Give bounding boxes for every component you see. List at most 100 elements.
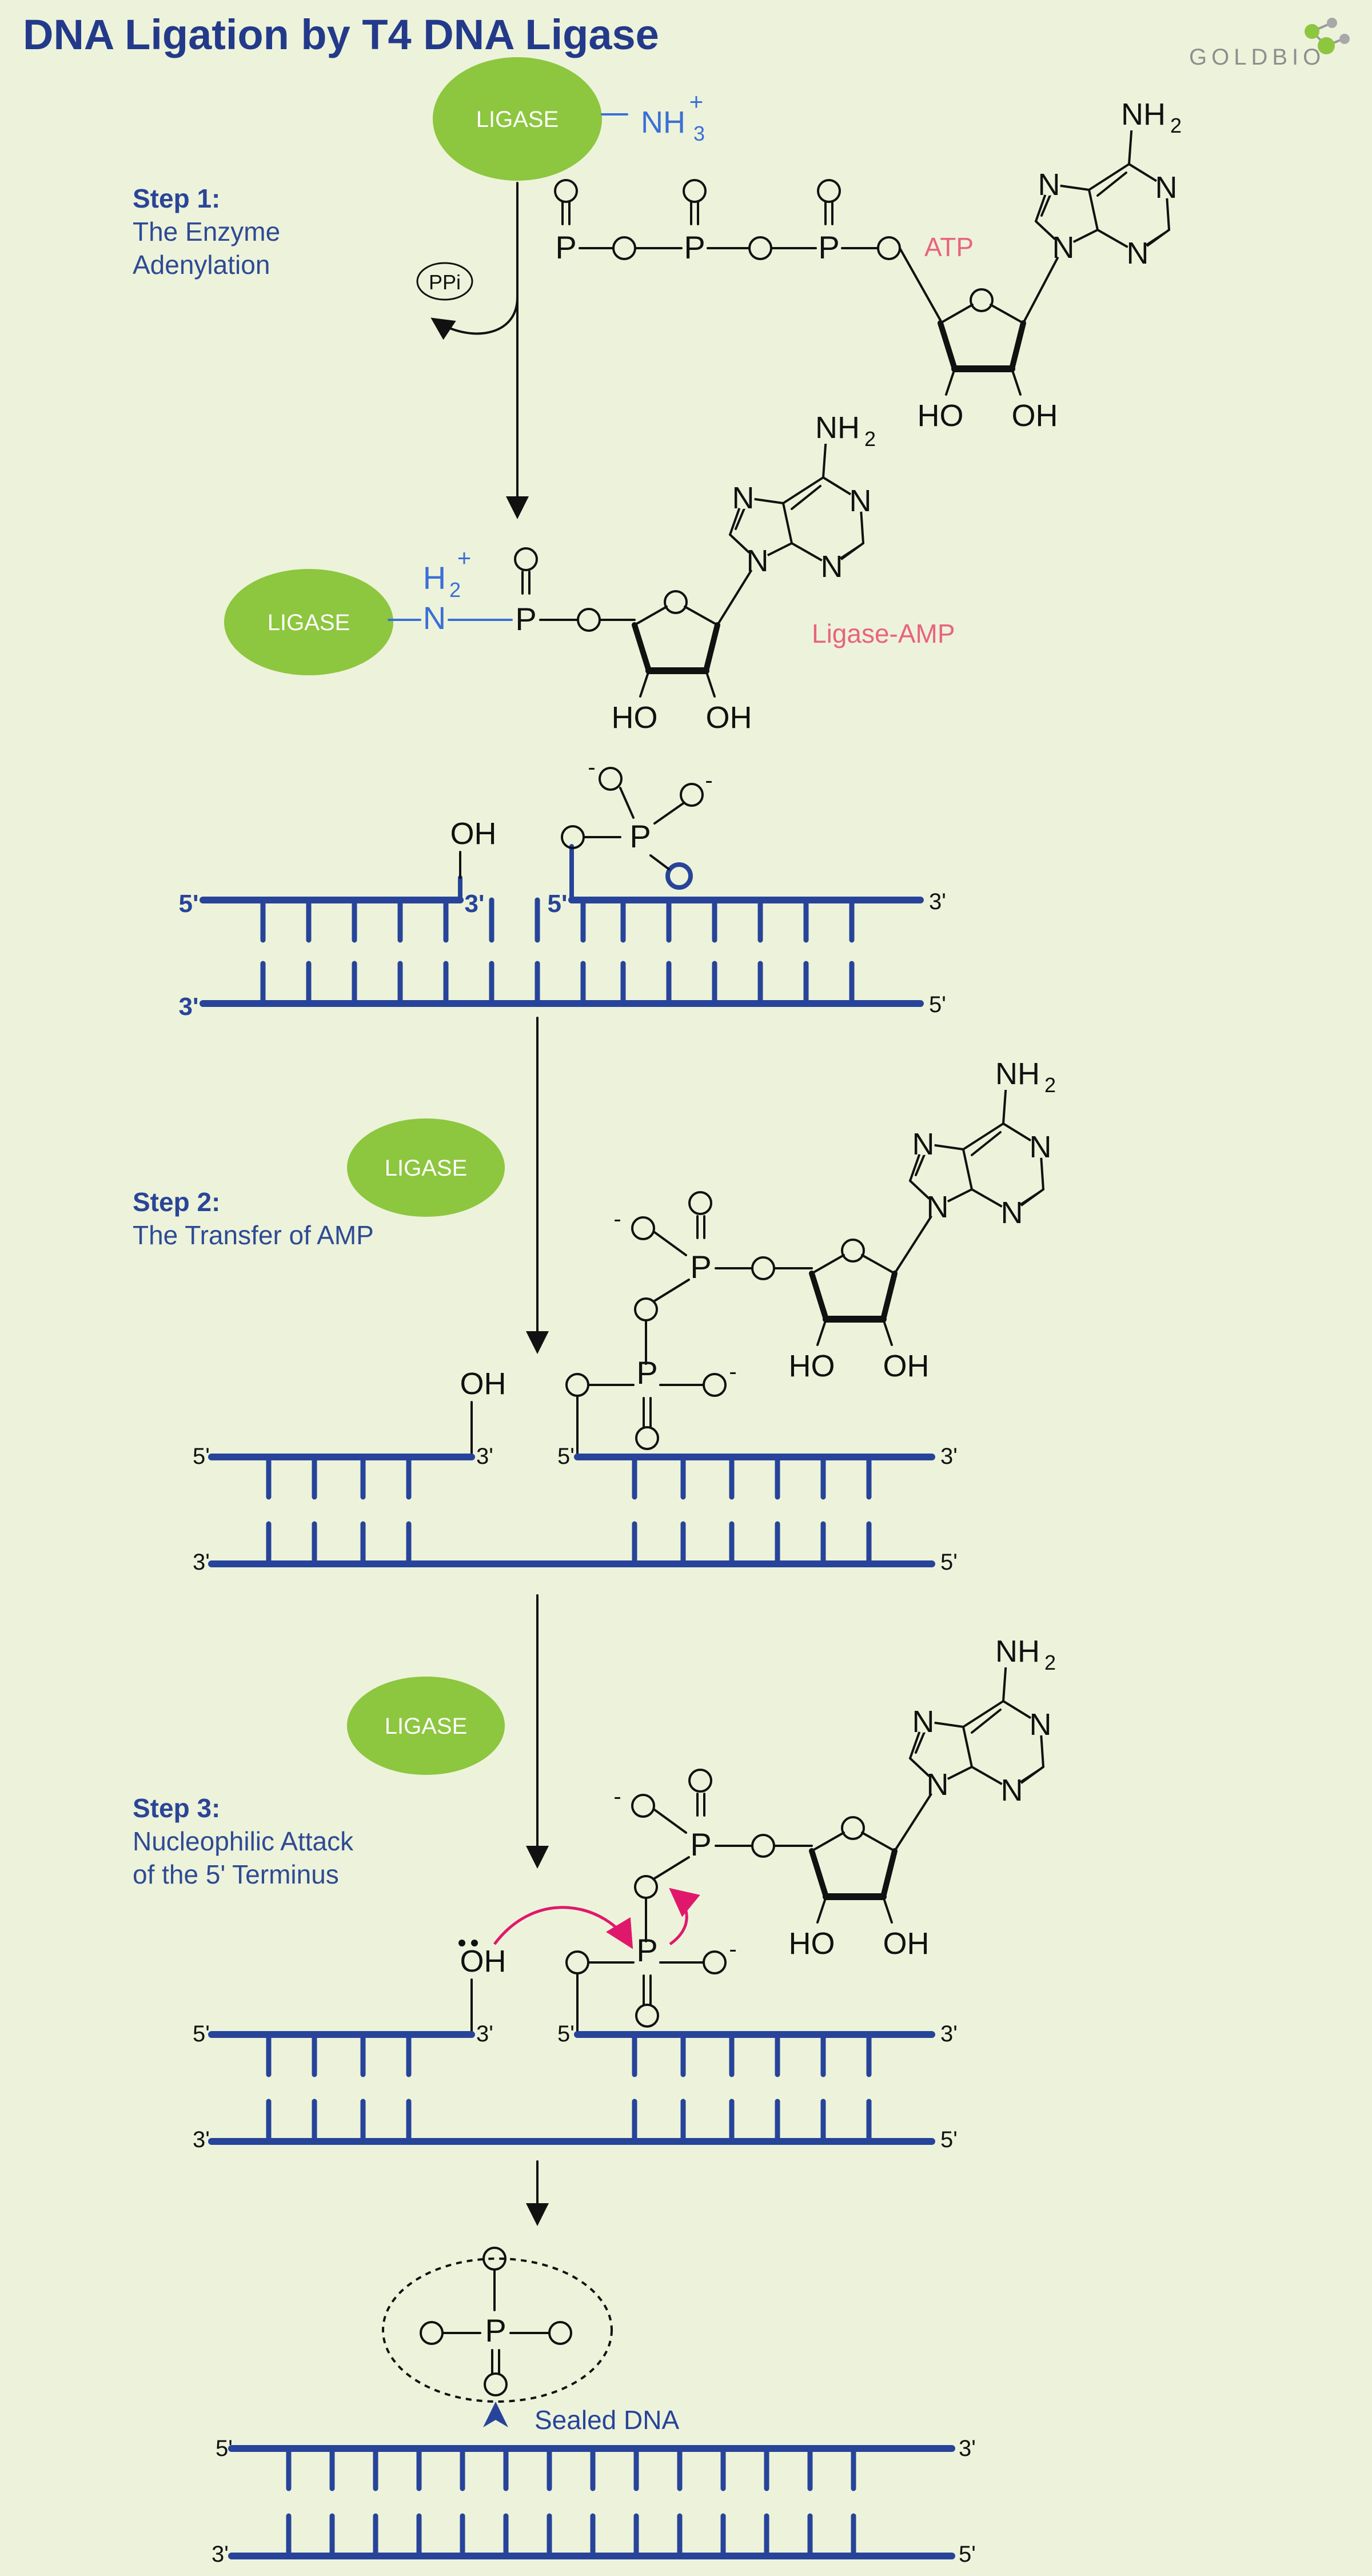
- phosphate-oxygen: [565, 1950, 589, 1974]
- p-o-bond: [653, 1279, 690, 1302]
- step-2-heading: Step 2:: [133, 1187, 221, 1217]
- end-label: 5': [929, 992, 946, 1017]
- adenine-bond: [1002, 1082, 1007, 1125]
- nucleophilic-attack-arrow: [493, 1906, 633, 1949]
- ribose-bond: [705, 670, 716, 698]
- charge: -: [613, 1784, 621, 1809]
- atom-bg: [820, 555, 843, 578]
- phosphorus-atom: P: [690, 1826, 711, 1862]
- step-3-line-2: of the 5' Terminus: [133, 1860, 339, 1889]
- bridging-oxygen: [751, 1834, 775, 1858]
- ligase-ellipse: [347, 1118, 505, 1217]
- bridging-oxygen: [877, 236, 901, 260]
- adenine-double-bond: [971, 1131, 1002, 1156]
- end-label: 5': [557, 2021, 575, 2047]
- phosphorus-atom: P: [684, 229, 705, 265]
- ligase-n-charge: +: [457, 544, 472, 571]
- step-3-label: Step 3: Nucleophilic Attack of the 5' Te…: [133, 1791, 353, 1891]
- ribose-bond: [880, 1271, 898, 1322]
- oxygen-atom: [817, 179, 841, 203]
- ligase-ellipse: [433, 57, 602, 181]
- atom-bg: [926, 1195, 949, 1218]
- atom-bg: [1038, 173, 1060, 196]
- bridging-oxygen: [612, 236, 636, 260]
- p-o-bond: [653, 1809, 687, 1834]
- hydroxyl-group: HO: [612, 700, 658, 735]
- end-label: 5': [959, 2542, 976, 2567]
- nitrogen-atom: N: [1127, 236, 1149, 270]
- ribose-bond: [816, 1318, 827, 1346]
- charge: -: [588, 755, 595, 780]
- sealed-dna: [228, 2445, 955, 2559]
- amine-subscript: 2: [1170, 114, 1182, 137]
- atom-bg: [1155, 176, 1178, 198]
- ppi-release-arrow: [430, 297, 519, 340]
- step-1-line-2: Adenylation: [133, 250, 270, 280]
- atom-bg: [1118, 97, 1180, 130]
- step-1-label: Step 1: The Enzyme Adenylation: [133, 182, 280, 281]
- atom-bg: [1029, 1713, 1052, 1735]
- adenine-double-bond: [971, 1709, 1002, 1734]
- amine-group: NH: [995, 1634, 1040, 1669]
- ribose-bond: [811, 1254, 845, 1275]
- atom-bg: [1000, 1778, 1023, 1801]
- adenine-bond: [1088, 189, 1099, 231]
- charge: -: [729, 1937, 736, 1962]
- end-label: 3': [193, 1550, 210, 1575]
- bond-cleavage-arrow: [669, 1888, 700, 1946]
- amine-group: NH: [815, 411, 860, 445]
- end-label: 5': [179, 890, 199, 918]
- adenine-double-bond: [791, 485, 821, 510]
- ammonium-charge: +: [689, 88, 704, 115]
- atom-bg: [1052, 236, 1075, 258]
- atp-label: ATP: [924, 232, 974, 262]
- hydroxyl-group: HO: [789, 1926, 835, 1961]
- ribose-bond: [1009, 320, 1026, 372]
- phosphodiester-oxygen: [420, 2321, 444, 2345]
- ligase-label: LIGASE: [385, 1156, 468, 1181]
- nitrogen-atom: N: [1030, 1707, 1052, 1742]
- ligase-ellipse: [224, 569, 393, 675]
- nicked-dna-1: [200, 897, 924, 1007]
- glycosidic-bond: [1022, 246, 1064, 324]
- phosphate-oxygen: [599, 767, 623, 791]
- oxygen-atom: [631, 1216, 655, 1240]
- logo-dot: [1305, 24, 1319, 39]
- lone-pair-dot: [458, 1940, 465, 1946]
- nitrogen-atom: N: [747, 544, 769, 578]
- atom-bg: [812, 411, 875, 444]
- p-o-bond: [653, 1231, 687, 1256]
- nitrogen-atom: N: [1155, 170, 1178, 205]
- ligase-label: LIGASE: [476, 107, 559, 132]
- ribose-bond: [633, 606, 668, 626]
- ribose-bond: [990, 304, 1024, 324]
- step-3-heading: Step 3:: [133, 1793, 221, 1823]
- adenine-double-bond: [1096, 172, 1127, 197]
- phosphate-oxygen: [635, 1426, 659, 1450]
- end-label: 5': [557, 1444, 575, 1469]
- oxygen-atom: [688, 1769, 712, 1793]
- step-2-line-1: The Transfer of AMP: [133, 1220, 374, 1250]
- lone-pair-dot: [471, 1940, 478, 1946]
- ribose-bond: [861, 1832, 896, 1852]
- atom-bg: [992, 1634, 1055, 1667]
- p-o-double-bond: [649, 854, 670, 870]
- ammonium-group: NH: [641, 105, 685, 140]
- logo-molecule-icon: [1305, 18, 1350, 54]
- glycosidic-bond: [894, 1205, 939, 1275]
- oxygen-atom: [631, 1794, 655, 1818]
- ammonium-subscript: 3: [693, 122, 705, 145]
- phosphate-oxygen: [565, 1373, 589, 1397]
- phosphorus-atom: P: [629, 818, 651, 854]
- bridging-oxygen: [748, 236, 772, 260]
- charge: -: [705, 768, 712, 793]
- ribose-bond: [639, 670, 650, 698]
- amp-bridging-oxygen: [577, 608, 601, 632]
- atom-bg: [1126, 241, 1149, 264]
